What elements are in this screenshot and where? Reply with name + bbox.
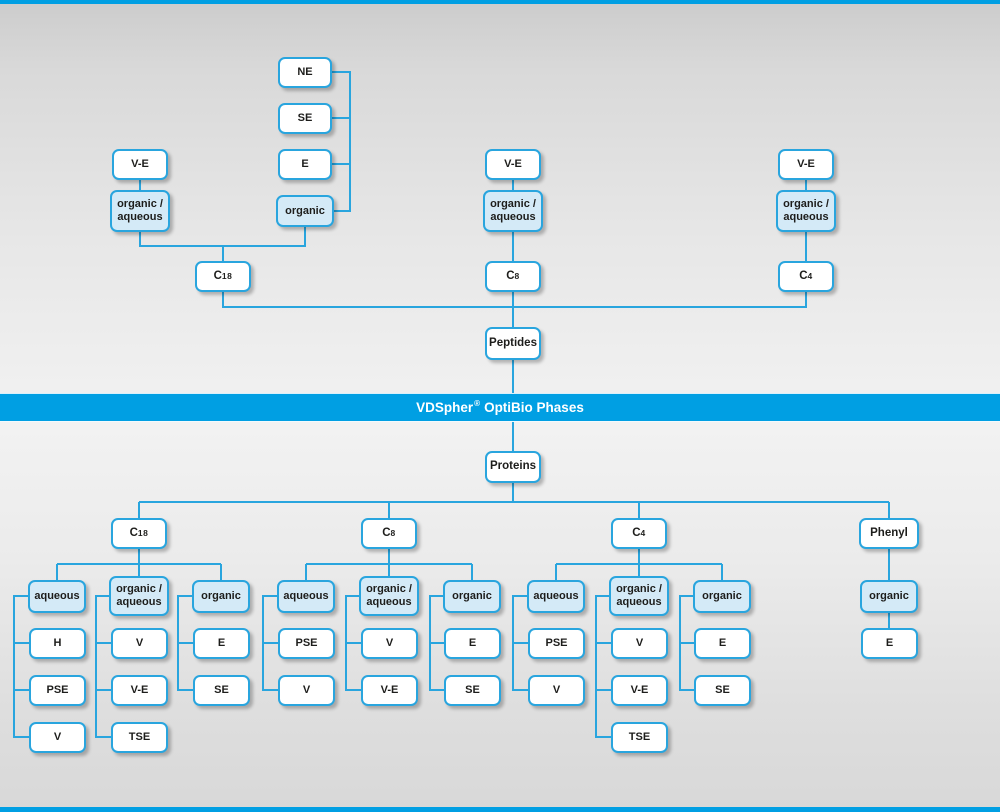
box-ve-peptides-c8: V-E [485,149,541,180]
box-peptides: Peptides [485,327,541,360]
top-accent-strip [0,0,1000,4]
box-organic-c8: organic [443,580,501,613]
box-organic-aqueous-peptides-c4: organic /aqueous [776,190,836,232]
box-c4-organic-se: SE [694,675,751,706]
box-ve-peptides-c4: V-E [778,149,834,180]
box-ve-peptides-c18: V-E [112,149,168,180]
box-c4-orgaq-v: V [611,628,668,659]
box-e: E [278,149,332,180]
box-c4-aqueous-pse: PSE [528,628,585,659]
box-c4-orgaq-ve: V-E [611,675,668,706]
box-aqueous-c4: aqueous [527,580,585,613]
box-c8-orgaq-v: V [361,628,418,659]
banner-brand: VDSpher [416,400,474,415]
box-c8-organic-e: E [444,628,501,659]
box-se: SE [278,103,332,134]
box-c18-aqueous-v: V [29,722,86,753]
banner-rest: OptiBio Phases [484,400,584,415]
box-organic-c18: organic [192,580,250,613]
box-c18-orgaq-tse: TSE [111,722,168,753]
box-c18-organic-se: SE [193,675,250,706]
box-c8-aqueous-v: V [278,675,335,706]
box-c4-organic-e: E [694,628,751,659]
box-c8-aqueous-pse: PSE [278,628,335,659]
box-c18-orgaq-v: V [111,628,168,659]
box-c18-orgaq-ve: V-E [111,675,168,706]
box-organic-peptides-c18: organic [276,195,334,227]
box-organic-c4: organic [693,580,751,613]
box-c18-organic-e: E [193,628,250,659]
box-proteins: Proteins [485,451,541,483]
box-c18-aqueous-h: H [29,628,86,659]
box-aqueous-c18: aqueous [28,580,86,613]
box-organic-phenyl: organic [860,580,918,613]
box-aqueous-c8: aqueous [277,580,335,613]
box-c4-aqueous-v: V [528,675,585,706]
box-organic-aqueous-peptides-c18: organic /aqueous [110,190,170,232]
box-organic-aqueous-c18: organic /aqueous [109,576,169,616]
box-c8-orgaq-ve: V-E [361,675,418,706]
box-phenyl-organic-e: E [861,628,918,659]
bottom-accent-strip [0,807,1000,812]
box-c8-organic-se: SE [444,675,501,706]
box-c18-aqueous-pse: PSE [29,675,86,706]
registered-mark: ® [474,399,481,408]
box-c4-orgaq-tse: TSE [611,722,668,753]
box-ne: NE [278,57,332,88]
box-organic-aqueous-c4: organic /aqueous [609,576,669,616]
banner-title: VDSpher®OptiBio Phases [0,393,1000,422]
box-organic-aqueous-peptides-c8: organic /aqueous [483,190,543,232]
box-phenyl: Phenyl [859,518,919,549]
box-organic-aqueous-c8: organic /aqueous [359,576,419,616]
